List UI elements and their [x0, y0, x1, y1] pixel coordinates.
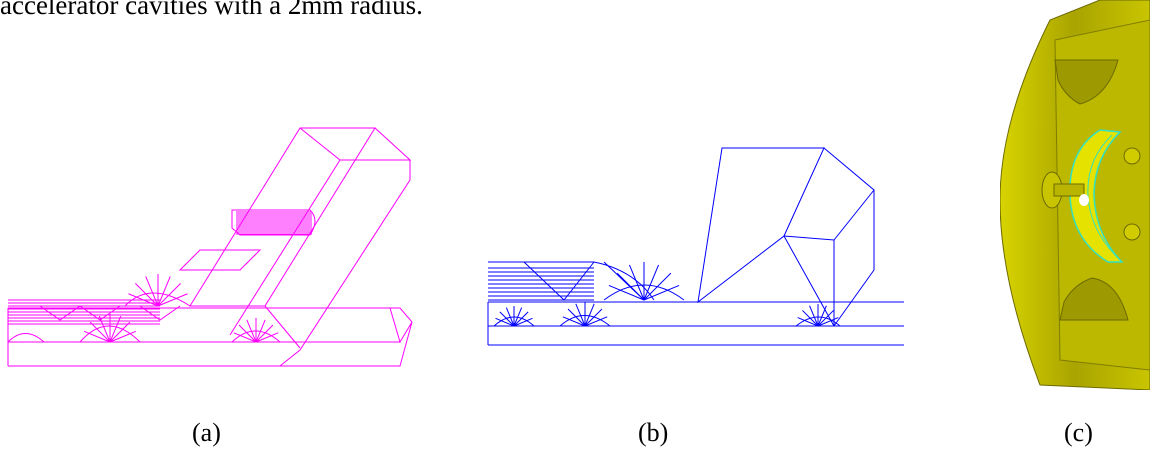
figure-a-caption: (a): [192, 418, 221, 447]
figure-c-3d-solid: [1000, 0, 1150, 390]
lead-text: accelerator cavities with a 2mm radius.: [0, 0, 423, 20]
figure-c-caption: (c): [1064, 418, 1093, 447]
figure-b-caption: (b): [638, 418, 669, 447]
figure-b-wireframe-blue: [484, 140, 904, 370]
figure-a-wireframe-magenta: [0, 120, 420, 380]
